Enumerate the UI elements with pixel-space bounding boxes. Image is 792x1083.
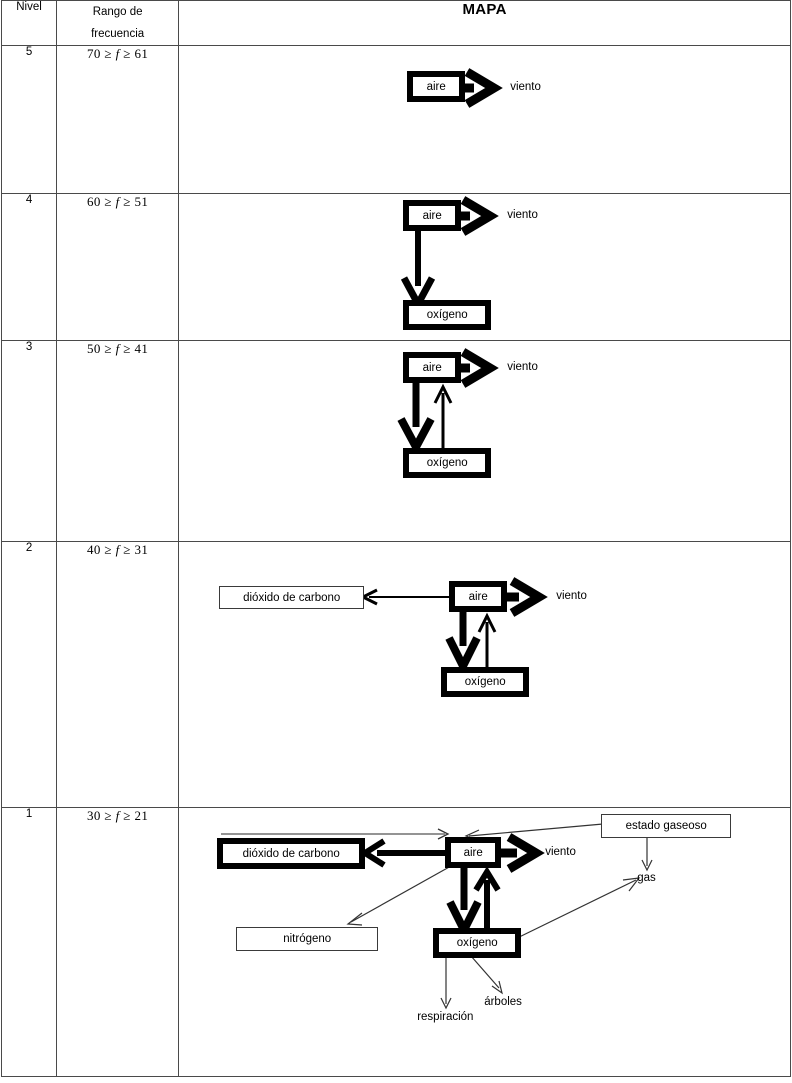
frequency-range-1: 30 ≥ f ≥ 21 — [56, 807, 180, 1077]
label-viento-1: viento — [545, 846, 576, 858]
range-left-2: 40 ≥ — [86, 542, 112, 557]
concept-map-level-3: aire oxígeno viento — [178, 340, 791, 542]
header-rango-frecuencia: Rango de frecuencia — [56, 0, 180, 46]
node-nitrogeno-1: nitrógeno — [236, 927, 379, 951]
node-label-oxigeno-1: oxígeno — [456, 937, 498, 949]
concept-map-level-4: aire oxígeno viento — [178, 193, 791, 341]
table-row-level-3: 3 50 ≥ f ≥ 41 — [0, 340, 791, 542]
map-canvas-2: aire oxígeno dióxido de carbono viento — [179, 542, 790, 806]
map-canvas-3: aire oxígeno viento — [179, 341, 790, 540]
edge-oxigeno-aire-2 — [477, 612, 497, 673]
frequency-range-5: 70 ≥ f ≥ 61 — [56, 45, 180, 194]
table-header-row: Nivel Rango de frecuencia MAPA — [0, 0, 791, 46]
node-label-estado-gaseoso-1: estado gaseoso — [625, 820, 707, 832]
range-var-1: f — [115, 808, 120, 823]
frequency-range-3: 50 ≥ f ≥ 41 — [56, 340, 180, 542]
label-arboles-1: árboles — [484, 996, 522, 1008]
range-right-5: ≥ 61 — [123, 46, 149, 61]
map-edges-5 — [432, 68, 504, 108]
node-aire-3: aire — [403, 352, 462, 383]
range-var-5: f — [115, 46, 120, 61]
range-right-2: ≥ 31 — [123, 542, 149, 557]
level-number-1: 1 — [0, 807, 58, 1077]
header-rango-line1: Rango de — [92, 6, 143, 18]
node-aire-1: aire — [445, 837, 502, 868]
node-oxigeno-3: oxígeno — [403, 448, 492, 478]
range-left-3: 50 ≥ — [86, 341, 112, 356]
node-label-aire-3: aire — [422, 361, 442, 374]
range-right-1: ≥ 21 — [123, 808, 149, 823]
node-oxigeno-2: oxígeno — [441, 667, 530, 697]
level-number-3: 3 — [0, 340, 58, 542]
concept-map-level-1: aire oxígeno dióxido de carbono nitrógen… — [178, 807, 791, 1077]
edge-dioxido-aire-1 — [221, 828, 450, 840]
edge-aire-oxigeno-4 — [401, 230, 436, 312]
table-row-level-2: 2 40 ≥ f ≥ 31 — [0, 541, 791, 808]
label-viento-3: viento — [507, 361, 538, 373]
node-label-aire-1: aire — [463, 846, 483, 859]
concept-map-level-5: aire viento — [178, 45, 791, 194]
map-canvas-4: aire oxígeno viento — [179, 194, 790, 339]
node-aire-4: aire — [403, 200, 462, 231]
node-label-dioxido-2: dióxido de carbono — [243, 591, 341, 604]
label-gas-1: gas — [637, 872, 656, 884]
edge-estado-aire-1 — [464, 823, 604, 842]
map-edges-3 — [397, 348, 500, 456]
map-canvas-5: aire viento — [179, 46, 790, 192]
table-row-level-1: 1 30 ≥ f ≥ 21 — [0, 807, 791, 1077]
node-aire-5: aire — [407, 71, 466, 102]
label-viento-4: viento — [507, 209, 538, 221]
node-estado-gaseoso-1: estado gaseoso — [601, 814, 732, 838]
edge-aire-dioxido-2 — [359, 588, 456, 606]
node-oxigeno-1: oxígeno — [433, 928, 522, 958]
level-number-2: 2 — [0, 541, 58, 808]
range-left-5: 70 ≥ — [86, 46, 112, 61]
edge-estado-gas-1 — [641, 834, 653, 872]
label-viento-2: viento — [556, 590, 587, 602]
header-mapa: MAPA — [178, 0, 791, 46]
range-left-4: 60 ≥ — [86, 194, 112, 209]
node-dioxido-de-carbono-2: dióxido de carbono — [219, 586, 365, 609]
edge-oxigeno-arboles-1 — [470, 955, 504, 995]
range-var-4: f — [115, 194, 120, 209]
edge-aire-oxigeno-2 — [445, 611, 481, 675]
level-number-5: 5 — [0, 45, 58, 194]
edge-oxigeno-respiracion-1 — [440, 956, 452, 1010]
edge-aire-dioxido-1 — [359, 838, 460, 868]
map-canvas-1: aire oxígeno dióxido de carbono nitrógen… — [179, 808, 790, 1075]
frequency-range-4: 60 ≥ f ≥ 51 — [56, 193, 180, 341]
edge-oxigeno-aire-3 — [433, 383, 453, 456]
node-dioxido-de-carbono-1: dióxido de carbono — [217, 838, 366, 869]
edge-oxigeno-gas-1 — [508, 877, 641, 943]
frequency-range-2: 40 ≥ f ≥ 31 — [56, 541, 180, 808]
edge-aire-oxigeno-3 — [397, 382, 435, 456]
range-var-2: f — [115, 542, 120, 557]
edge-oxigeno-aire-1 — [473, 866, 501, 936]
edge-aire-nitrogeno-1 — [346, 865, 452, 926]
node-label-aire-5: aire — [426, 80, 446, 93]
node-label-nitrogeno-1: nitrógeno — [283, 933, 332, 945]
node-aire-2: aire — [449, 581, 508, 612]
range-var-3: f — [115, 341, 120, 356]
header-nivel: Nivel — [0, 0, 58, 46]
label-viento-5: viento — [510, 81, 541, 93]
concept-map-level-2: aire oxígeno dióxido de carbono viento — [178, 541, 791, 808]
node-oxigeno-4: oxígeno — [403, 300, 492, 330]
node-label-oxigeno-2: oxígeno — [464, 676, 506, 688]
table-row-level-5: 5 70 ≥ f ≥ 61 aire viento — [0, 45, 791, 194]
range-left-1: 30 ≥ — [86, 808, 112, 823]
header-rango-line2: frecuencia — [91, 28, 145, 40]
level-number-4: 4 — [0, 193, 58, 341]
range-right-4: ≥ 51 — [123, 194, 149, 209]
label-respiracion-1: respiración — [417, 1011, 474, 1023]
node-label-dioxido-1: dióxido de carbono — [242, 847, 340, 860]
node-label-oxigeno-3: oxígeno — [426, 457, 468, 469]
edge-aire-oxigeno-1 — [446, 867, 482, 939]
node-label-aire-4: aire — [422, 209, 442, 222]
node-label-oxigeno-4: oxígeno — [426, 309, 468, 321]
range-right-3: ≥ 41 — [123, 341, 149, 356]
table-row-level-4: 4 60 ≥ f ≥ 51 aire — [0, 193, 791, 341]
node-label-aire-2: aire — [468, 590, 488, 603]
